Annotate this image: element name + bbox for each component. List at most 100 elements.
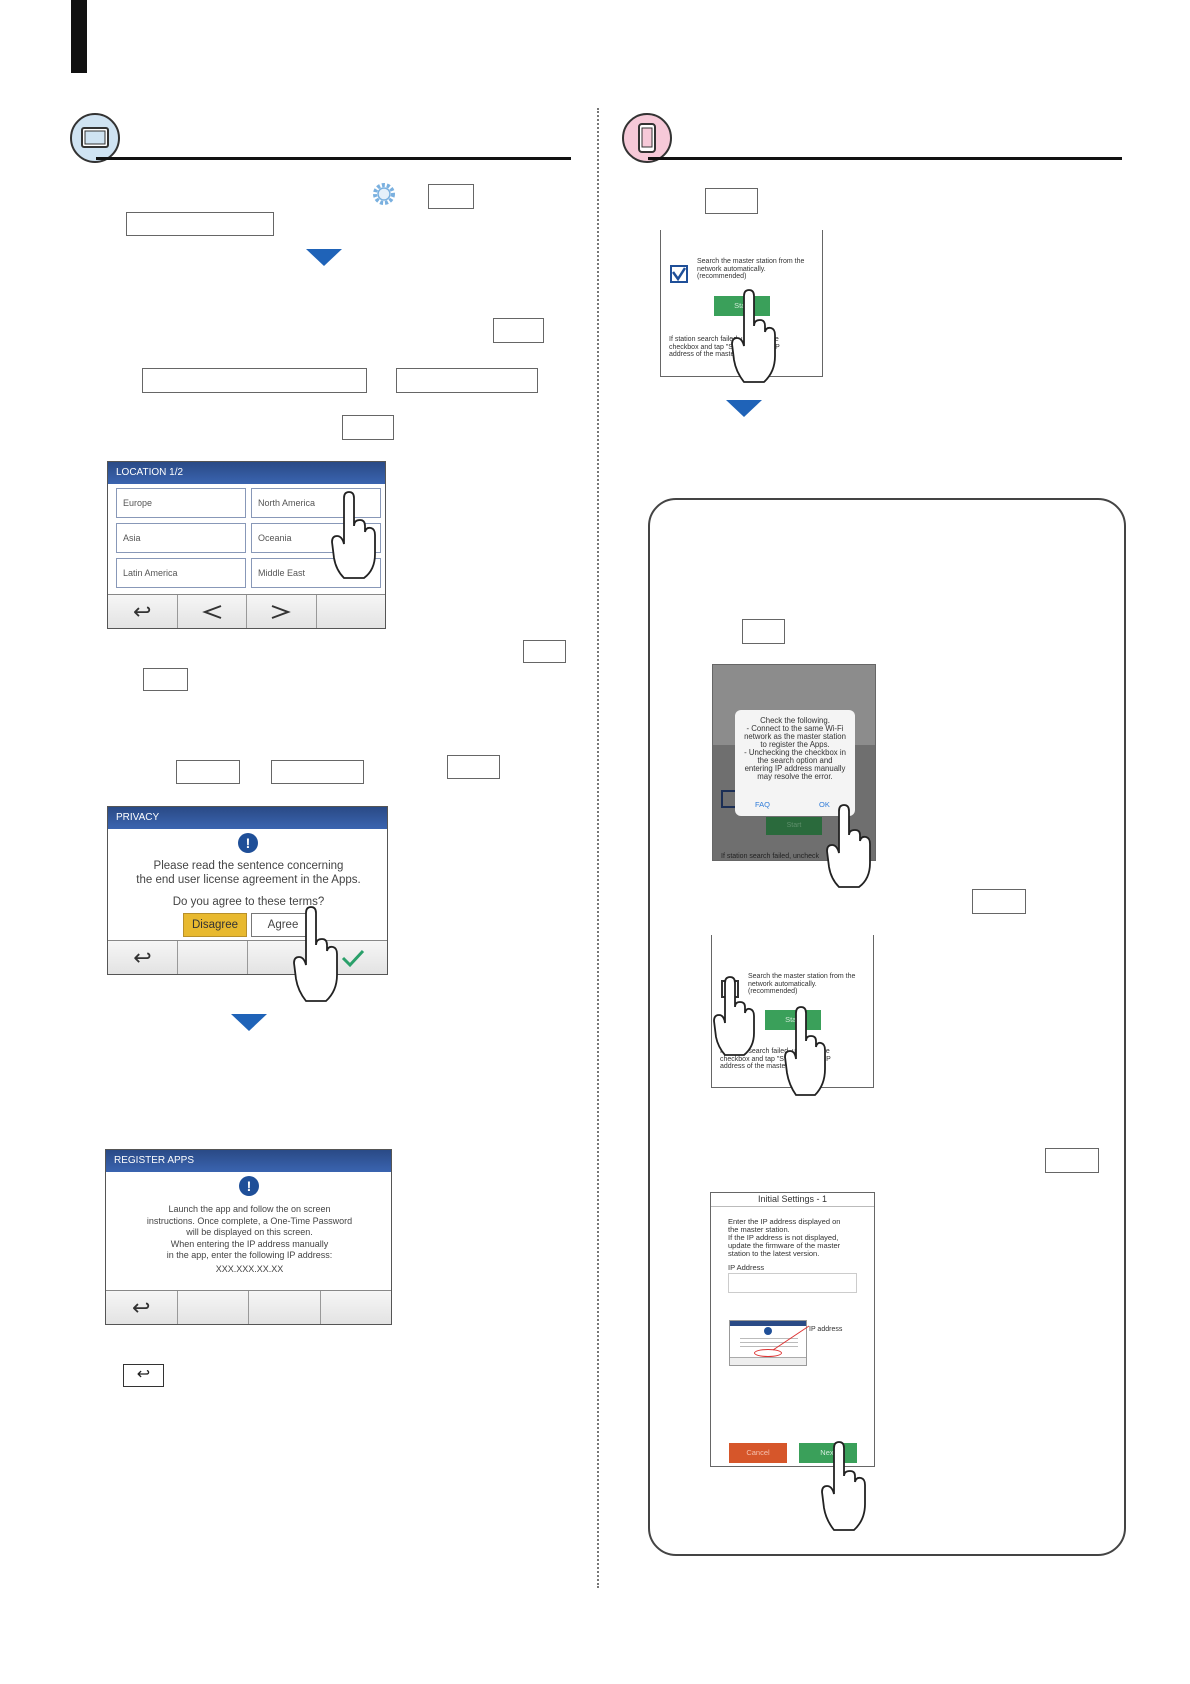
- inline-button-placeholder: [742, 619, 785, 644]
- search-line: Search the master station from the: [748, 973, 856, 980]
- register-line: instructions. Once complete, a One-Time …: [146, 1215, 353, 1226]
- screen-footer: ↩: [106, 1290, 391, 1324]
- search-fail-line: checkbox and tap "Start" to enter IP: [720, 1055, 831, 1063]
- inline-button-placeholder: [143, 668, 188, 691]
- ok-button[interactable]: OK: [819, 800, 830, 809]
- inline-button-placeholder: [972, 889, 1026, 914]
- hand-pointer-icon: [331, 491, 376, 579]
- step-arrow-icon: [231, 1014, 267, 1031]
- inline-button-placeholder: [271, 760, 364, 784]
- hand-pointer-icon: [784, 1006, 826, 1096]
- search-fail-line: address of the master station.: [720, 1063, 813, 1070]
- register-line: in the app, enter the following IP addre…: [166, 1250, 333, 1260]
- settings-line: update the firmware of the master: [728, 1241, 841, 1250]
- alert-line: network as the master station: [744, 732, 846, 741]
- ip-address-input[interactable]: [728, 1273, 857, 1293]
- next-page-button[interactable]: [247, 595, 317, 628]
- section-rule-left: [96, 157, 571, 160]
- empty-footer-cell: [178, 941, 248, 974]
- register-apps-screen: REGISTER APPS ! Launch the app and follo…: [105, 1149, 392, 1325]
- step-arrow-icon: [726, 400, 762, 417]
- register-ip: XXX.XXX.XX.XX: [215, 1263, 284, 1274]
- empty-footer-cell: [249, 1291, 321, 1324]
- settings-line: the master station.: [728, 1225, 790, 1234]
- back-arrow-icon[interactable]: ↩: [106, 1291, 178, 1324]
- search-fail-line: address of the master station.: [669, 351, 762, 358]
- search-line: network automatically.: [697, 265, 766, 273]
- disagree-button[interactable]: Disagree: [183, 913, 247, 937]
- section-rule-right: [648, 157, 1122, 160]
- search-fail-line: If station search failed, uncheck the: [669, 336, 779, 343]
- register-screen-thumbnail: [729, 1320, 807, 1366]
- register-line: Launch the app and follow the on screen: [168, 1204, 331, 1214]
- inline-button-placeholder: [428, 184, 474, 209]
- column-divider: [597, 108, 599, 1588]
- search-fail-line: If station search failed, uncheck the: [720, 1048, 830, 1055]
- screen-title: Initial Settings - 1: [711, 1193, 874, 1207]
- inline-button-placeholder: [1045, 1148, 1099, 1173]
- start-button-bg: Start: [766, 817, 822, 835]
- bg-fail-text: If station search failed, uncheck: [721, 853, 820, 860]
- hand-pointer-icon: [826, 804, 871, 888]
- alert-line: to register the Apps.: [760, 740, 830, 749]
- prev-page-button[interactable]: [178, 595, 247, 628]
- privacy-line-2: the end user license agreement in the Ap…: [136, 874, 361, 886]
- register-line: When entering the IP address manually: [170, 1238, 329, 1249]
- back-arrow-icon: ↩: [123, 1364, 164, 1387]
- page-edge-bar: [71, 0, 87, 73]
- faq-button[interactable]: FAQ: [755, 800, 771, 809]
- empty-footer-cell: [178, 1291, 249, 1324]
- smartphone-icon: [622, 113, 672, 163]
- inline-button-placeholder: [176, 760, 240, 784]
- back-arrow-icon[interactable]: ↩: [108, 941, 178, 974]
- inline-button-placeholder: [342, 415, 394, 440]
- ip-address-callout: IP address: [809, 1326, 843, 1333]
- initial-settings-screen: Initial Settings - 1 Enter the IP addres…: [710, 1192, 875, 1467]
- note-box: [648, 498, 1126, 1556]
- inline-button-placeholder: [126, 212, 274, 236]
- inline-button-placeholder: [523, 640, 566, 663]
- agree-button[interactable]: Agree: [251, 913, 315, 937]
- search-line: Search the master station from the: [697, 258, 805, 265]
- search-line: network automatically.: [748, 980, 817, 988]
- gear-icon: [370, 180, 398, 208]
- back-arrow-icon[interactable]: ↩: [108, 595, 178, 628]
- hand-pointer-icon: [821, 1441, 866, 1531]
- inline-button-placeholder: [142, 368, 367, 393]
- register-line: will be displayed on this screen.: [186, 1227, 313, 1237]
- search-fail-line: checkbox and tap "Start" to enter IP: [669, 343, 780, 351]
- privacy-question: Do you agree to these terms?: [172, 896, 325, 908]
- auto-search-checkbox[interactable]: [670, 265, 688, 283]
- privacy-screen: PRIVACY ! Please read the sentence conce…: [107, 806, 388, 975]
- start-button[interactable]: Start: [714, 296, 770, 316]
- hand-pointer-icon: [713, 976, 755, 1056]
- screen-footer: ↩: [108, 594, 385, 628]
- location-latin-america[interactable]: Latin America: [116, 558, 246, 588]
- search-line: (recommended): [748, 988, 798, 995]
- step-arrow-icon: [306, 249, 342, 266]
- cancel-button[interactable]: Cancel: [729, 1443, 787, 1463]
- inline-button-placeholder: [447, 755, 500, 779]
- settings-line: station to the latest version.: [728, 1249, 820, 1258]
- empty-footer-cell: [317, 595, 386, 628]
- alert-line: the search option and: [757, 756, 833, 765]
- location-north-america[interactable]: North America: [251, 488, 381, 518]
- start-button[interactable]: Start: [765, 1010, 821, 1030]
- app-alert-screen: Start If station search failed, uncheck …: [712, 664, 876, 861]
- check-icon[interactable]: [318, 941, 387, 974]
- location-europe[interactable]: Europe: [116, 488, 246, 518]
- alert-line: - Connect to the same Wi-Fi: [746, 724, 844, 733]
- hand-pointer-icon: [731, 289, 776, 383]
- monitor-icon: [70, 113, 120, 163]
- inline-button-placeholder: [705, 188, 758, 214]
- screen-title: PRIVACY: [108, 807, 387, 829]
- alert-line: - Unchecking the checkbox in: [744, 748, 846, 757]
- settings-line: Enter the IP address displayed on: [728, 1217, 841, 1226]
- location-asia[interactable]: Asia: [116, 523, 246, 553]
- alert-dialog: Check the following. - Connect to the sa…: [735, 710, 855, 816]
- screen-title: LOCATION 1/2: [108, 462, 385, 484]
- empty-footer-cell: [321, 1291, 392, 1324]
- screen-title: REGISTER APPS: [106, 1150, 391, 1172]
- privacy-line-1: Please read the sentence concerning: [153, 860, 344, 872]
- screen-footer: ↩: [108, 940, 387, 974]
